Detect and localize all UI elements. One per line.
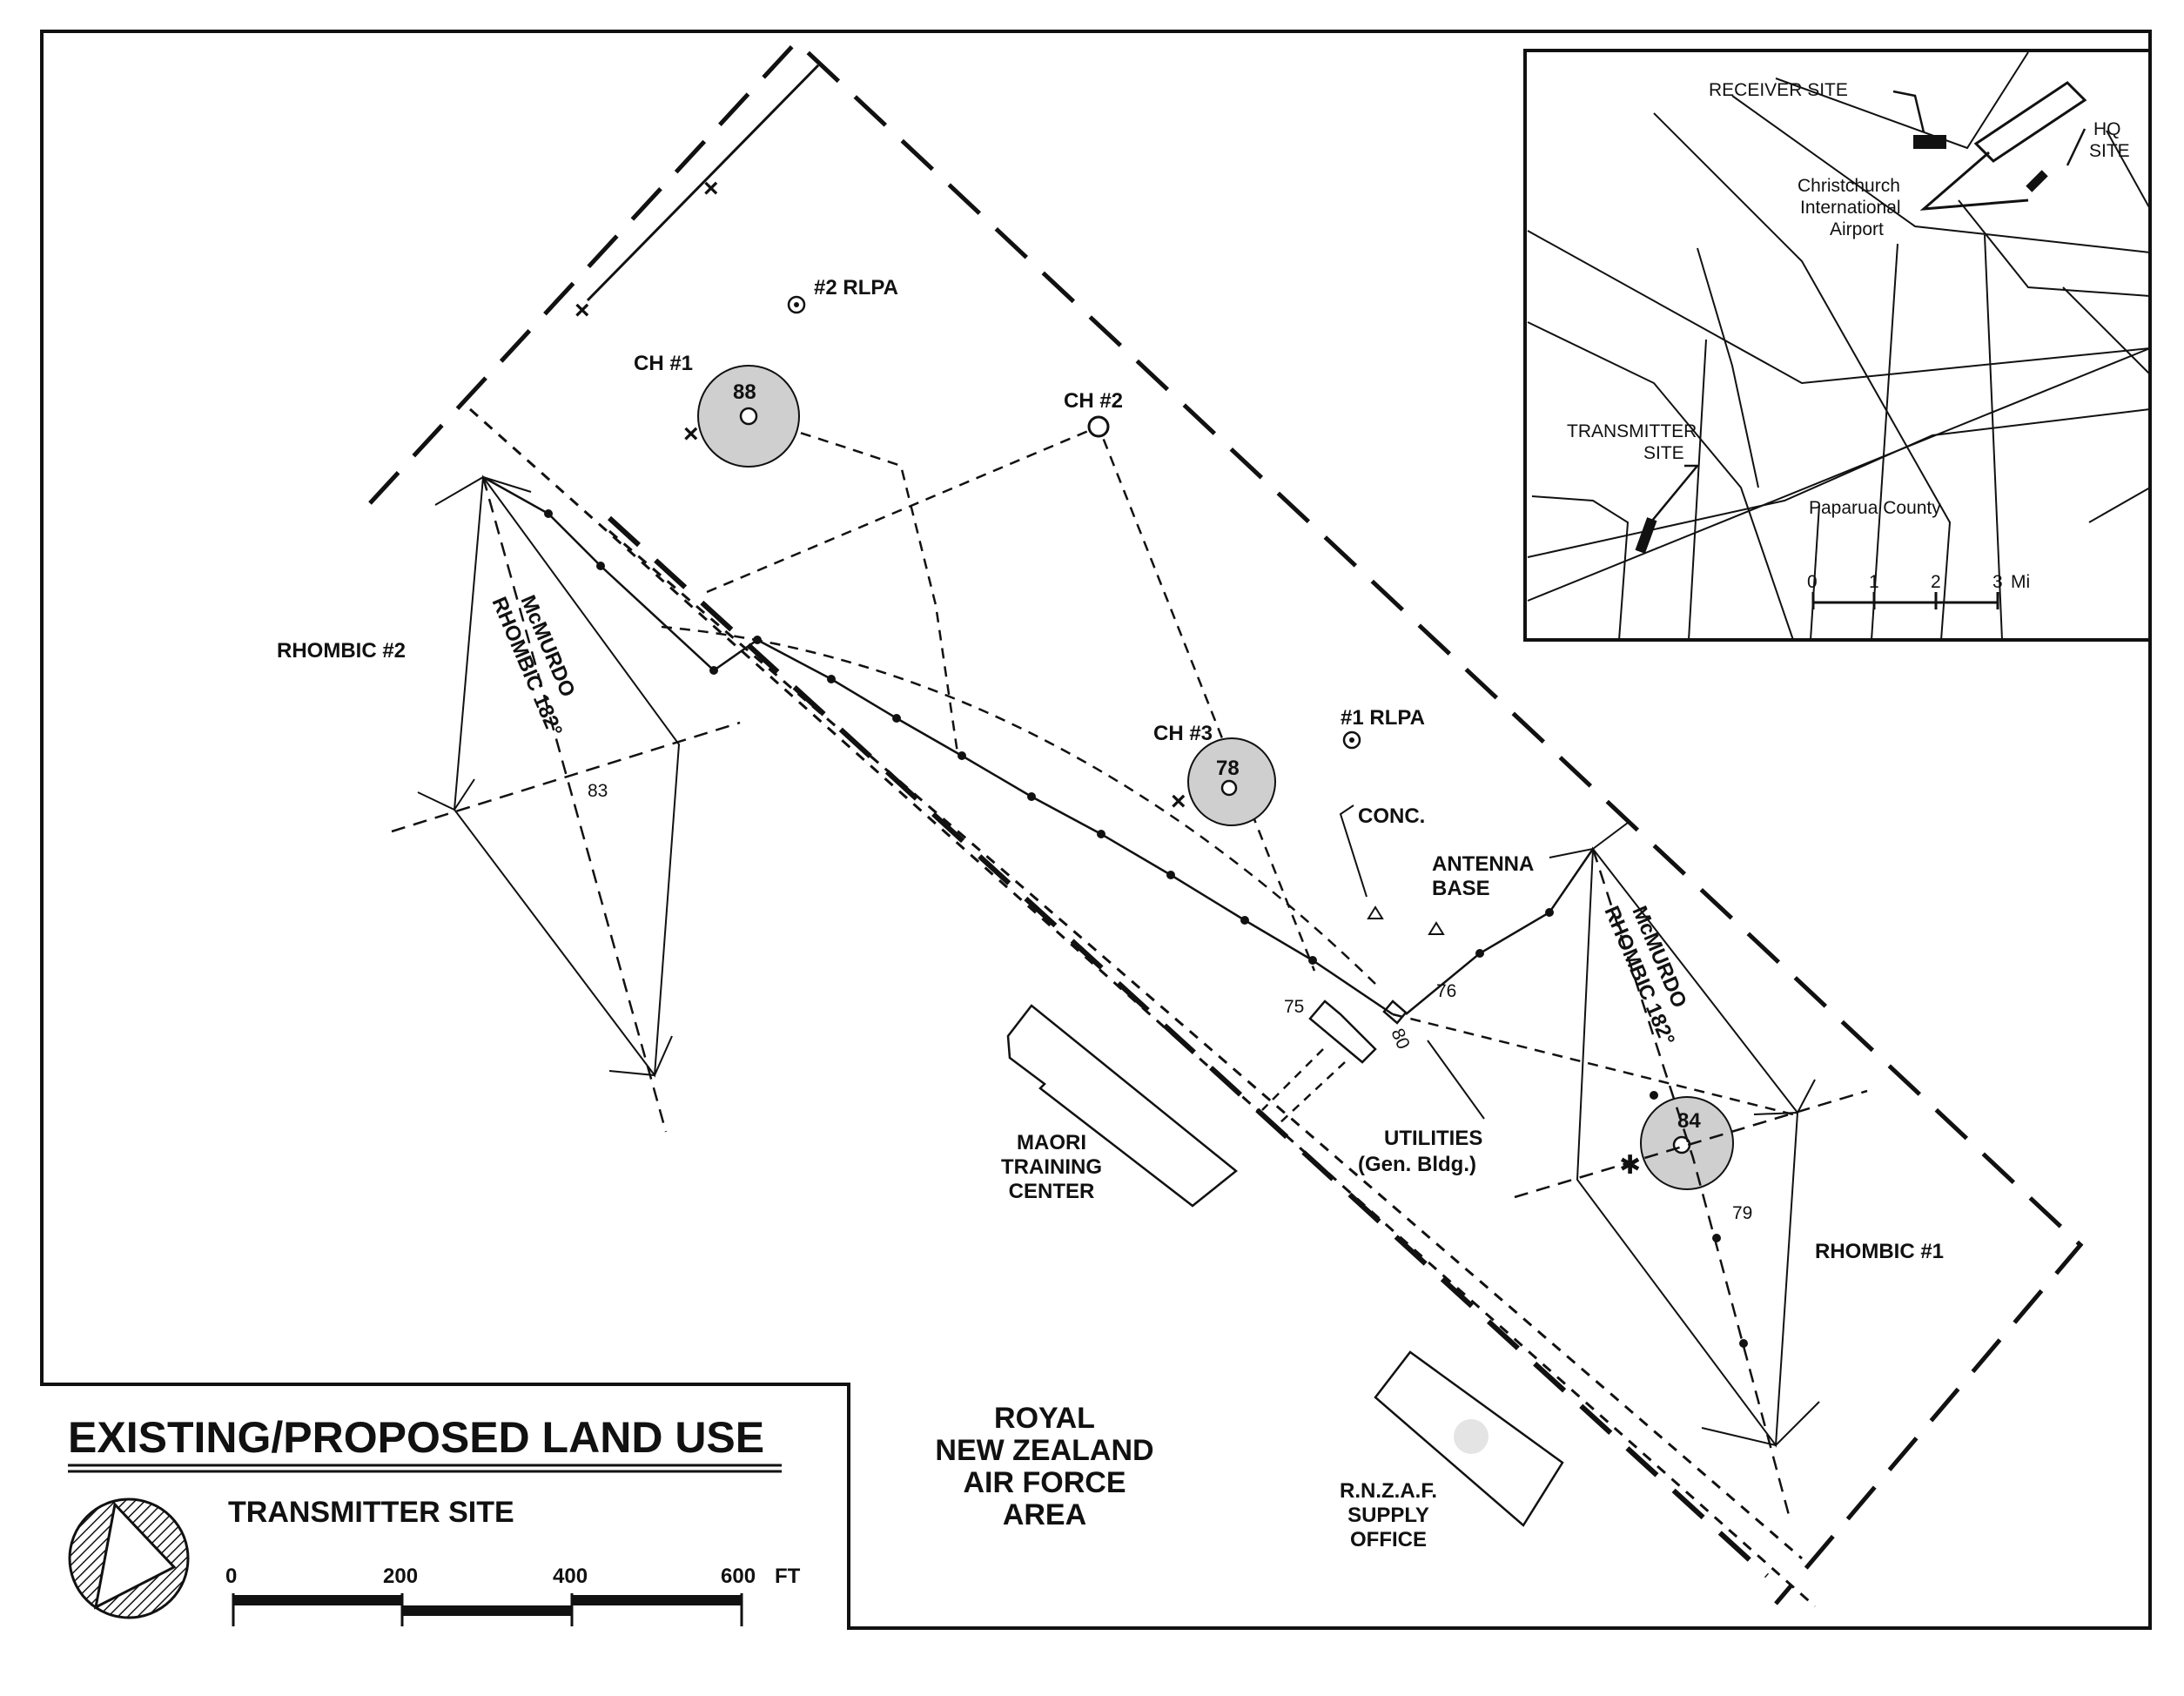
ch3-label: CH #3 — [1153, 722, 1213, 745]
rnzaf-label-2: NEW ZEALAND — [935, 1434, 1153, 1467]
conc-triangle — [1367, 905, 1384, 919]
inset-transmitter-1: TRANSMITTER — [1567, 421, 1697, 441]
num-80: 80 — [1387, 1026, 1413, 1052]
inset-hq-1: HQ — [2093, 119, 2121, 139]
fence-nw — [586, 64, 820, 302]
scale-tick-200: 200 — [383, 1565, 418, 1588]
ch2-marker — [1087, 415, 1110, 438]
antenna-base-feed — [1405, 848, 1595, 1015]
num-83: 83 — [588, 781, 608, 801]
inset-county: Paparua County — [1809, 498, 1941, 518]
title-underline — [68, 1464, 782, 1473]
rhombic1-label: RHOMBIC #1 — [1815, 1240, 1944, 1263]
utilities-label-2: (Gen. Bldg.) — [1358, 1153, 1476, 1176]
building-75 — [1261, 999, 1408, 1124]
supply-label-3: OFFICE — [1350, 1528, 1427, 1551]
rlpa2-label: #2 RLPA — [814, 276, 898, 299]
antenna-base-label-1: ANTENNA — [1432, 852, 1534, 876]
num-75: 75 — [1284, 997, 1304, 1017]
legend-subtitle: TRANSMITTER SITE — [228, 1496, 514, 1529]
ch1-label: CH #1 — [634, 352, 693, 375]
rnzaf-label-1: ROYAL — [994, 1402, 1095, 1435]
ch1-marker: × — [683, 365, 800, 468]
maori-training-center-building — [1006, 1004, 1238, 1208]
supply-label-1: R.N.Z.A.F. — [1340, 1479, 1437, 1503]
inset-hq-2: SITE — [2089, 141, 2130, 161]
maori-label-2: TRAINING — [1001, 1155, 1102, 1179]
rhombic1-feed — [1392, 1013, 1794, 1116]
svg-text:✱: ✱ — [1619, 1151, 1641, 1180]
inset-scale-0: 0 — [1807, 572, 1818, 592]
scale-unit: FT — [775, 1565, 801, 1588]
num-84: 84 — [1677, 1109, 1701, 1133]
rnzaf-label-4: AREA — [1003, 1498, 1086, 1531]
num-79: 79 — [1732, 1203, 1752, 1223]
utilities-label-1: UTILITIES — [1384, 1127, 1482, 1150]
maori-label-1: MAORI — [1017, 1131, 1086, 1154]
antenna-base-label-2: BASE — [1432, 877, 1490, 900]
ch1-feed — [748, 414, 959, 754]
ch3-marker: × — [1171, 737, 1276, 826]
rhombic2-label: RHOMBIC #2 — [277, 639, 406, 663]
ch2-label: CH #2 — [1064, 389, 1123, 413]
svg-text:×: × — [703, 174, 719, 203]
svg-text:×: × — [1171, 787, 1186, 816]
north-arrow-icon — [68, 1497, 190, 1619]
conc-leader — [1339, 804, 1368, 898]
feed-arc — [661, 625, 1376, 985]
scale-tick-400: 400 — [553, 1565, 588, 1588]
feed-line-main — [482, 475, 1394, 1016]
inset-airport-3: Airport — [1830, 219, 1884, 239]
rlpa1-marker — [1342, 730, 1361, 750]
inset-scale-unit: Mi — [2011, 572, 2030, 592]
rlpa2-marker — [787, 295, 806, 314]
inset-transmitter-2: SITE — [1643, 443, 1684, 463]
num-76: 76 — [1436, 981, 1456, 1001]
boundary-sw-3 — [607, 515, 1770, 1578]
site-boundary — [368, 38, 2084, 1605]
supply-label-2: SUPPLY — [1347, 1504, 1429, 1527]
inset-map — [1523, 49, 2152, 642]
rhombic-2-antenna — [391, 474, 741, 1133]
inset-scale-2: 2 — [1931, 572, 1941, 592]
boundary-sw-2 — [608, 529, 1803, 1560]
map-frame — [40, 30, 2152, 1630]
utilities-leader — [1427, 1040, 1485, 1120]
inset-receiver-site: RECEIVER SITE — [1709, 80, 1848, 100]
legend-title: EXISTING/PROPOSED LAND USE — [68, 1413, 764, 1462]
svg-text:×: × — [575, 296, 590, 325]
scale-tick-0: 0 — [225, 1565, 237, 1588]
rlpa1-label: #1 RLPA — [1341, 706, 1425, 730]
svg-text:×: × — [683, 420, 699, 448]
inset-airport-2: International — [1800, 198, 1901, 218]
conc-label: CONC. — [1358, 804, 1425, 828]
inset-scale-1: 1 — [1869, 572, 1879, 592]
num-78: 78 — [1216, 757, 1240, 780]
scale-tick-600: 600 — [721, 1565, 756, 1588]
num-88: 88 — [733, 380, 756, 404]
scale-bar — [232, 1593, 743, 1626]
rnzaf-label-3: AIR FORCE — [964, 1466, 1126, 1499]
ch2-feed — [706, 425, 1316, 972]
inset-airport-1: Christchurch — [1798, 176, 1900, 196]
inset-scale-3: 3 — [1992, 572, 2003, 592]
maori-label-3: CENTER — [1009, 1180, 1095, 1203]
antenna-base-triangle — [1428, 921, 1445, 935]
rhombic-1-antenna — [1514, 822, 1868, 1516]
site-84-marker: ✱ — [1619, 1096, 1734, 1190]
